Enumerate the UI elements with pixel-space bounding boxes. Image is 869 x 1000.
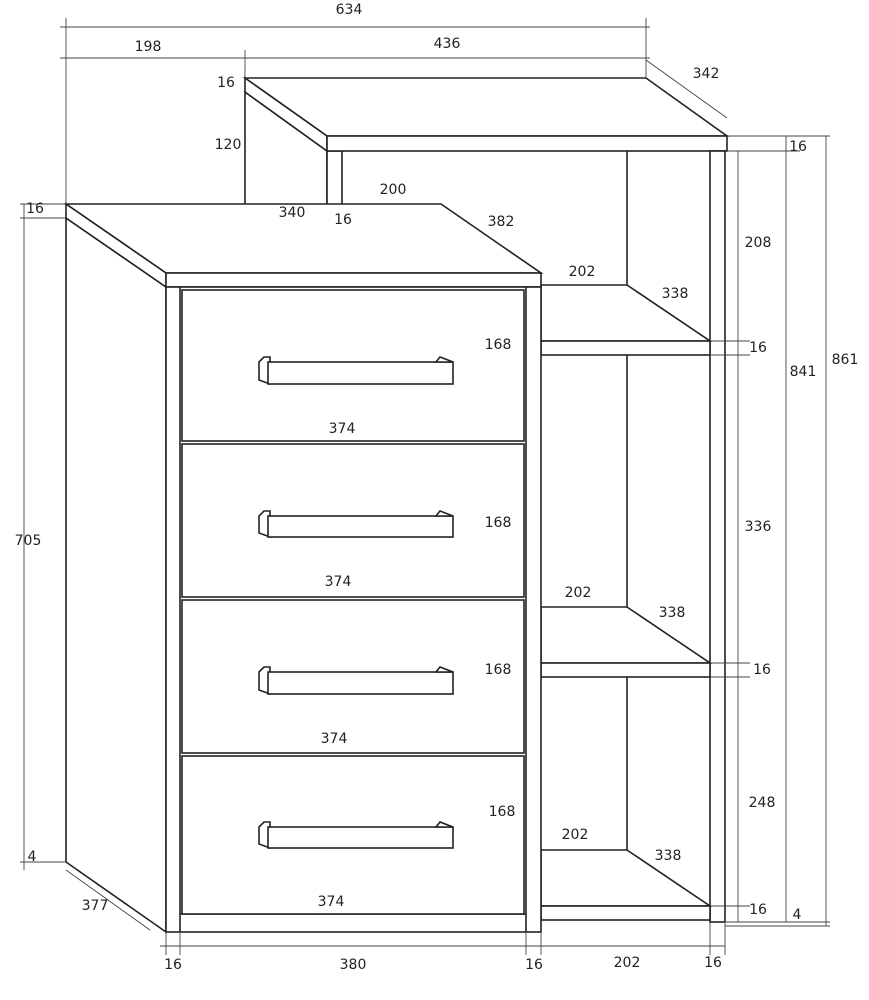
dim-label: 200 xyxy=(380,182,407,198)
drawer-4[interactable] xyxy=(181,755,525,915)
dim-label: 374 xyxy=(325,574,352,590)
dim-label: 382 xyxy=(488,214,515,230)
dim-label: 338 xyxy=(655,848,682,864)
dim-label: 336 xyxy=(745,519,772,535)
dim-label: 340 xyxy=(279,205,306,221)
lower-cabinet xyxy=(63,202,544,934)
dimension-lines xyxy=(20,18,830,955)
dim-label: 208 xyxy=(745,235,772,251)
drawer-handle[interactable] xyxy=(258,356,454,386)
dimension-labels: 634 198 436 342 16 120 16 340 16 200 382… xyxy=(15,2,859,973)
dim-label: 16 xyxy=(749,902,767,918)
dim-label: 168 xyxy=(485,662,512,678)
dim-label: 338 xyxy=(659,605,686,621)
dim-label: 16 xyxy=(753,662,771,678)
drawer-3[interactable] xyxy=(181,599,525,754)
dim-label: 377 xyxy=(82,898,109,914)
dim-label: 168 xyxy=(485,337,512,353)
dim-label: 168 xyxy=(489,804,516,820)
dim-label: 202 xyxy=(562,827,589,843)
drawer-handle[interactable] xyxy=(258,821,454,850)
right-side-panel xyxy=(709,150,726,923)
upper-top-panel xyxy=(242,77,730,137)
upper-top-front-edge xyxy=(326,135,728,152)
dim-label: 374 xyxy=(329,421,356,437)
dim-label: 168 xyxy=(485,515,512,531)
dim-label: 198 xyxy=(135,39,162,55)
dim-label: 338 xyxy=(662,286,689,302)
dim-label: 374 xyxy=(321,731,348,747)
dim-label: 16 xyxy=(749,340,767,356)
dim-label: 16 xyxy=(26,201,44,217)
lower-top-front-edge xyxy=(165,272,542,288)
dim-label: 202 xyxy=(614,955,641,971)
drawer-handle[interactable] xyxy=(258,510,454,539)
dim-label: 16 xyxy=(789,139,807,155)
dim-label: 120 xyxy=(215,137,242,153)
drawer-2[interactable] xyxy=(181,443,525,598)
dim-label: 248 xyxy=(749,795,776,811)
shelf-bottom-top xyxy=(540,849,713,907)
upper-unit xyxy=(242,76,730,923)
dim-label: 202 xyxy=(565,585,592,601)
dim-label: 16 xyxy=(525,957,543,973)
shelf-1-front xyxy=(540,340,711,356)
dim-label: 4 xyxy=(28,849,37,865)
dim-label: 374 xyxy=(318,894,345,910)
dim-label: 16 xyxy=(334,212,352,228)
dim-label: 634 xyxy=(336,2,363,18)
lower-left-side-panel xyxy=(65,216,167,934)
drawer-handle[interactable] xyxy=(258,666,454,696)
shelf-2-front xyxy=(540,662,711,678)
dim-label: 16 xyxy=(217,75,235,91)
dim-label: 380 xyxy=(340,957,367,973)
drawer-1[interactable] xyxy=(181,289,525,442)
dim-label: 202 xyxy=(569,264,596,280)
dim-label: 705 xyxy=(15,533,42,549)
dim-label: 436 xyxy=(434,36,461,52)
dim-label: 342 xyxy=(693,66,720,82)
dim-label: 861 xyxy=(832,352,859,368)
shelf-bottom-front xyxy=(540,905,711,921)
dim-label: 841 xyxy=(790,364,817,380)
dim-label: 4 xyxy=(793,907,802,923)
dim-label: 16 xyxy=(164,957,182,973)
dim-label: 16 xyxy=(704,955,722,971)
